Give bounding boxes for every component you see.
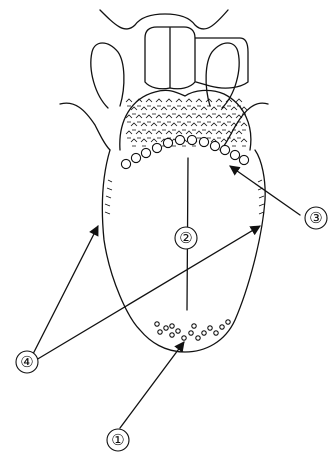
pointer-4b: [36, 226, 260, 360]
vallate-papilla: [131, 153, 140, 162]
vallate-papilla: [141, 148, 150, 157]
vallate-papilla: [239, 155, 248, 164]
vallate-papilla: [220, 145, 229, 154]
epiglottis-lobes: [145, 27, 248, 89]
vallate-papilla: [230, 150, 239, 159]
upper-outline: [60, 10, 268, 150]
fungiform-papilla: [189, 331, 193, 335]
vallate-papilla: [163, 138, 172, 147]
svg-text:③: ③: [309, 209, 322, 227]
fungiform-papilla: [170, 324, 174, 328]
fungiform-papilla: [158, 330, 162, 334]
label-4: ④: [16, 351, 38, 373]
fungiform-papilla: [192, 324, 196, 328]
fungiform-papilla: [214, 331, 218, 335]
vallate-papilla: [199, 137, 208, 146]
fungiform-papilla: [196, 336, 200, 340]
fungiform-papilla: [155, 322, 159, 326]
vallate-papillae-row: [121, 135, 248, 168]
lateral-hatch-right: [258, 180, 264, 214]
tongue-outline: [102, 150, 265, 352]
label-3: ③: [305, 207, 327, 229]
fungiform-papilla: [170, 333, 174, 337]
pointer-3: [230, 166, 300, 215]
fungiform-papilla: [202, 331, 206, 335]
pointer-1: [120, 342, 184, 428]
tip-papillae: [155, 320, 230, 340]
svg-text:④: ④: [20, 353, 33, 371]
fungiform-papilla: [176, 329, 180, 333]
fungiform-papilla: [164, 326, 168, 330]
vallate-papilla: [152, 143, 161, 152]
papillae-cluster: [120, 90, 251, 150]
fungiform-papilla: [208, 326, 212, 330]
svg-text:①: ①: [111, 431, 124, 449]
svg-text:②: ②: [179, 229, 192, 247]
fungiform-papilla: [182, 336, 186, 340]
pointer-4a: [32, 226, 98, 356]
vallate-papilla: [210, 141, 219, 150]
label-1: ①: [107, 429, 129, 451]
fungiform-papilla: [220, 325, 224, 329]
fungiform-papilla: [226, 320, 230, 324]
vallate-papilla: [187, 135, 196, 144]
vallate-papilla: [121, 159, 130, 168]
vallate-papilla: [175, 135, 184, 144]
lateral-hatch-left: [105, 180, 112, 214]
label-2: ②: [175, 227, 197, 249]
